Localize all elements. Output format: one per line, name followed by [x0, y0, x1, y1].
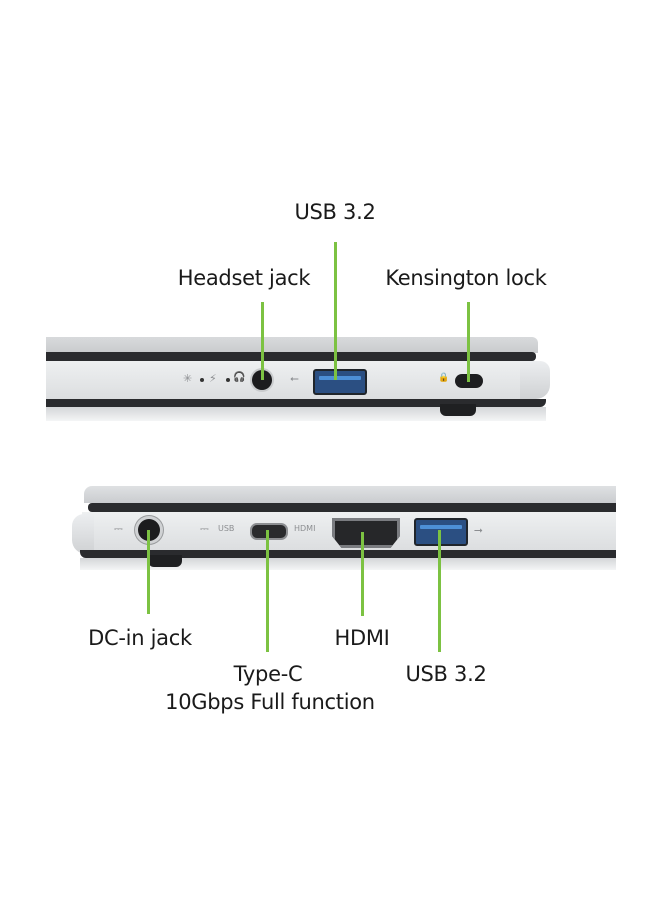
usb-icon: ⭠: [290, 372, 299, 385]
leader-line-kensington: [467, 302, 470, 382]
led-indicator: [226, 378, 230, 382]
hdmi-port: [332, 518, 400, 548]
leader-line-usb: [334, 242, 337, 380]
lock-icon: 🔒: [438, 373, 450, 383]
rubber-foot: [148, 555, 182, 567]
usb-icon: ⭢: [474, 523, 483, 536]
headset-jack-port: [252, 370, 272, 390]
lid-gap: [46, 352, 536, 361]
usb-c-port: [250, 523, 288, 540]
rubber-foot: [440, 404, 476, 416]
callout-hdmi: HDMI: [334, 626, 390, 650]
callout-headset-jack: Headset jack: [177, 266, 311, 290]
laptop-base-edge: [520, 361, 550, 399]
laptop-base-edge: [72, 514, 94, 554]
laptop-lid: [84, 486, 616, 503]
callout-dc-in-jack: DC-in jack: [88, 626, 192, 650]
laptop-bottom: [80, 550, 616, 558]
usb-a-port: [313, 369, 367, 395]
leader-line-usb: [438, 530, 441, 652]
leader-line-hdmi: [361, 532, 364, 616]
dc-icon: ⎓: [114, 522, 123, 535]
leader-line-headset: [261, 302, 264, 380]
typec-usb-icon: USB: [218, 524, 235, 533]
usb-a-port: [414, 518, 468, 546]
typec-dc-icon: ⎓: [200, 522, 209, 535]
battery-led-icon: ⚡: [209, 372, 217, 385]
laptop-shadow: [80, 558, 616, 570]
callout-usb-3-2-top: USB 3.2: [294, 200, 376, 224]
callout-type-c-sublabel: 10Gbps Full function: [165, 690, 375, 714]
callout-usb-3-2-bottom: USB 3.2: [405, 662, 487, 686]
leader-line-typec: [266, 530, 269, 652]
led-indicator: [200, 378, 204, 382]
laptop-shadow: [46, 407, 546, 421]
power-led-icon: ✳: [183, 372, 193, 385]
headset-icon: 🎧: [233, 372, 246, 383]
hdmi-icon: HDMI: [294, 524, 316, 533]
callout-type-c: Type-C: [233, 662, 303, 686]
laptop-lid: [46, 337, 538, 353]
lid-gap: [88, 503, 616, 512]
leader-line-dc: [147, 530, 150, 614]
laptop-base: [46, 361, 536, 399]
laptop-bottom: [46, 399, 546, 407]
callout-kensington-lock: Kensington lock: [385, 266, 547, 290]
